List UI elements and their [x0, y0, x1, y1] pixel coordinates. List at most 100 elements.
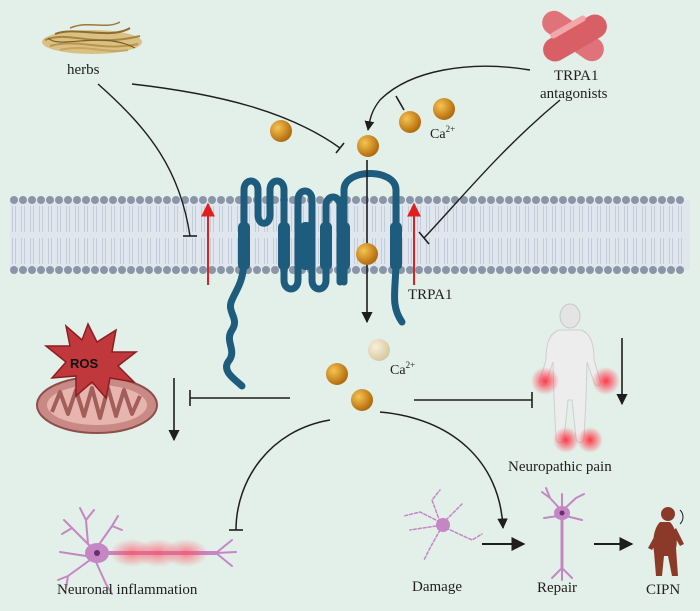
antagonist-inhibit-membrane-line: [423, 99, 561, 239]
trpa1-antagonists-label-line2: antagonists: [540, 86, 608, 102]
lipid-head: [406, 196, 414, 204]
lipid-head: [181, 266, 189, 274]
lipid-head: [55, 196, 63, 204]
lipid-head: [559, 196, 567, 204]
calcium-mid-label: Ca2+: [390, 360, 415, 378]
lipid-head: [145, 266, 153, 274]
lipid-head: [91, 196, 99, 204]
antagonist-inhibit-membrane-bar: [418, 231, 430, 245]
neuropathic-pain-label: Neuropathic pain: [508, 459, 612, 475]
lipid-head: [631, 266, 639, 274]
neuronal-inflammation-label: Neuronal inflammation: [57, 582, 198, 598]
lipid-head: [469, 266, 477, 274]
lipid-head: [28, 266, 36, 274]
lipid-head: [505, 266, 513, 274]
cipn-patient-icon: [648, 507, 684, 576]
ros-burst-icon: [43, 322, 139, 400]
lipid-head: [352, 266, 360, 274]
lipid-head: [559, 266, 567, 274]
lipid-head: [550, 266, 558, 274]
lipid-head: [523, 266, 531, 274]
lipid-head: [460, 266, 468, 274]
lipid-head: [208, 266, 216, 274]
lipid-head: [550, 196, 558, 204]
calcium-to-repair-arrow: [379, 411, 508, 530]
lipid-head: [460, 196, 468, 204]
lipid-head: [172, 196, 180, 204]
lipid-head: [640, 196, 648, 204]
lipid-head: [199, 196, 207, 204]
lipid-head: [82, 196, 90, 204]
antagonist-inhibit-bar-top: [395, 95, 405, 111]
lipid-head: [595, 266, 603, 274]
trpa1-antagonist-pill-icon: [542, 10, 607, 62]
lipid-head: [109, 266, 117, 274]
lipid-head: [469, 196, 477, 204]
lipid-head: [667, 266, 675, 274]
lipid-head: [10, 266, 18, 274]
lipid-head: [505, 196, 513, 204]
lipid-head: [64, 266, 72, 274]
herbs-inhibit-channel-bar: [335, 142, 345, 154]
lipid-head: [136, 266, 144, 274]
trpa1-helices: [238, 222, 402, 270]
lipid-head: [82, 266, 90, 274]
lipid-head: [487, 266, 495, 274]
calcium-ion-icon: [270, 98, 455, 411]
lipid-head: [118, 266, 126, 274]
lipid-head: [613, 266, 621, 274]
lipid-head: [172, 266, 180, 274]
lipid-head: [532, 196, 540, 204]
lipid-head: [586, 266, 594, 274]
lipid-head: [523, 196, 531, 204]
lipid-head: [676, 196, 684, 204]
lipid-head: [496, 196, 504, 204]
repair-label: Repair: [537, 580, 577, 596]
lipid-head: [208, 196, 216, 204]
lipid-head: [145, 196, 153, 204]
lipid-head: [163, 266, 171, 274]
lipid-head: [352, 196, 360, 204]
calcium-top-label: Ca2+: [430, 124, 455, 142]
lipid-head: [406, 266, 414, 274]
lipid-head: [613, 196, 621, 204]
lipid-head: [46, 196, 54, 204]
lipid-head: [649, 266, 657, 274]
damaged-neuron-soma: [436, 518, 450, 532]
herbs-icon: [42, 21, 142, 54]
lipid-head: [631, 196, 639, 204]
lipid-head: [127, 196, 135, 204]
lipid-head: [514, 196, 522, 204]
repaired-neuron-nucleus: [559, 510, 565, 516]
lipid-head: [190, 196, 198, 204]
inflammation-glow: [110, 539, 208, 567]
lipid-head: [154, 266, 162, 274]
lipid-head: [433, 196, 441, 204]
lipid-head: [109, 196, 117, 204]
lipid-head: [370, 196, 378, 204]
lipid-head: [433, 266, 441, 274]
lipid-head: [577, 196, 585, 204]
lipid-head: [622, 266, 630, 274]
lipid-head: [496, 266, 504, 274]
damage-label: Damage: [412, 579, 462, 595]
herbs-inhibit-channel-line: [131, 83, 341, 149]
lipid-head: [604, 266, 612, 274]
human-body-icon: [531, 303, 620, 453]
lipid-head: [478, 266, 486, 274]
lipid-head: [442, 196, 450, 204]
lipid-head: [46, 266, 54, 274]
lipid-head: [271, 266, 279, 274]
lipid-head: [154, 196, 162, 204]
herbs-inhibit-membrane-line: [97, 83, 191, 237]
antagonist-to-calcium-arrow: [364, 65, 531, 131]
lipid-head: [658, 266, 666, 274]
mitochondria-icon: [36, 376, 158, 434]
lipid-head: [37, 266, 45, 274]
lipid-head: [568, 196, 576, 204]
lipid-head: [226, 196, 234, 204]
lipid-head: [316, 196, 324, 204]
lipid-head: [217, 196, 225, 204]
lipid-head: [55, 266, 63, 274]
